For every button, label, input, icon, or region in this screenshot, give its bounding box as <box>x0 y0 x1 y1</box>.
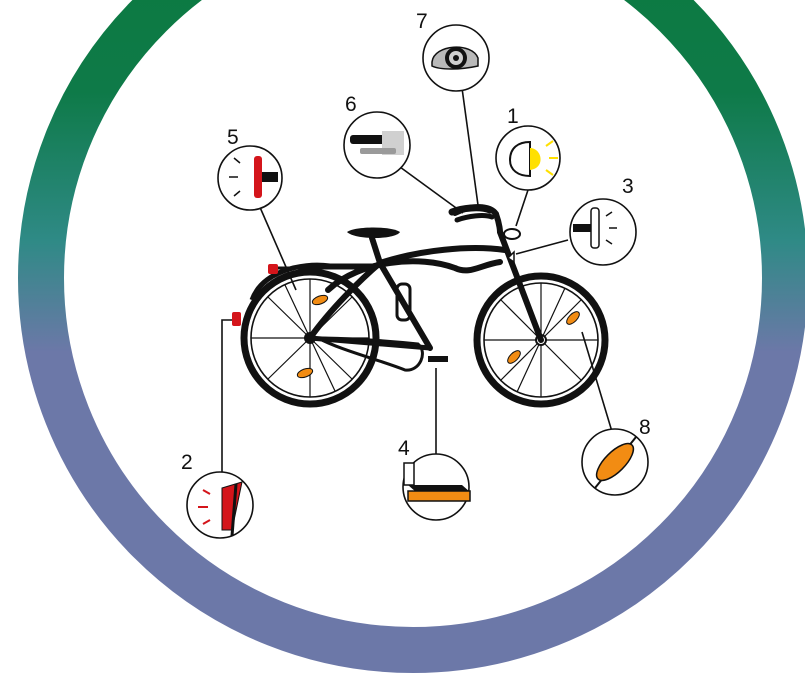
callout-number-5: 5 <box>227 126 239 149</box>
callout-number-3: 3 <box>622 175 634 198</box>
callout-number-4: 4 <box>398 437 410 460</box>
callout-number-6: 6 <box>345 93 357 116</box>
callout-number-7: 7 <box>416 10 428 33</box>
callout-number-1: 1 <box>507 105 519 128</box>
callout-number-2: 2 <box>181 451 193 474</box>
callout-number-8: 8 <box>639 416 651 439</box>
